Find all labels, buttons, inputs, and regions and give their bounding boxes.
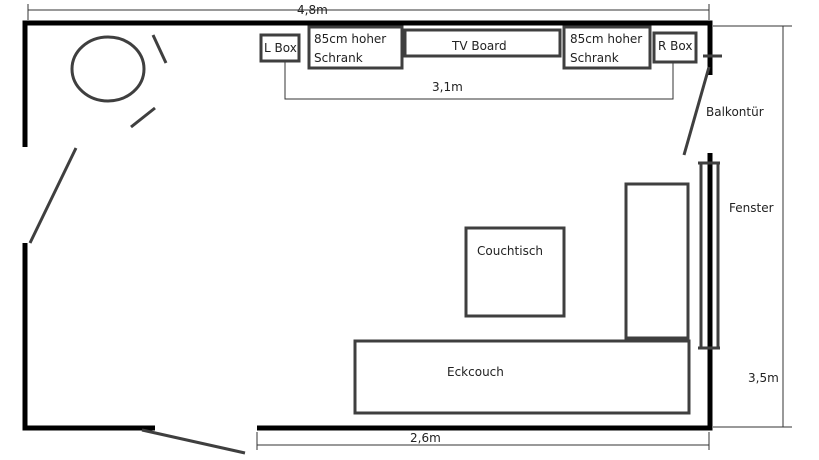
r-box-shape <box>652 31 698 64</box>
dimension-bottom-line <box>256 432 710 450</box>
coffee-table-shape <box>464 226 566 318</box>
dimension-tv-wall: 3,1m <box>284 62 674 100</box>
coffee-table-label: Couchtisch <box>477 244 543 258</box>
cabinet-left-label-2: Schrank <box>314 51 363 65</box>
l-box-shape <box>259 33 301 63</box>
balcony-door-label: Balkontür <box>706 105 764 119</box>
corner-sofa-side <box>624 182 690 340</box>
door-left <box>28 147 78 244</box>
round-table <box>70 35 146 103</box>
wall-bottom-right <box>257 153 713 431</box>
tv-board-shape <box>403 28 562 58</box>
cabinet-left-shape <box>307 25 404 70</box>
dimension-tv-wall-line <box>284 62 674 100</box>
walls <box>22 20 713 431</box>
corner-sofa-main <box>353 339 691 415</box>
cabinet-right-label-2: Schrank <box>570 51 619 65</box>
corner-sofa-label: Eckcouch <box>447 365 504 379</box>
dimension-height-label: 3,5m <box>748 371 779 385</box>
coffee-table: Couchtisch <box>464 226 566 318</box>
dimension-width-line <box>27 4 710 20</box>
l-box: L Box <box>259 33 301 63</box>
chair-mark <box>130 106 156 129</box>
cabinet-left-label-1: 85cm hoher <box>314 32 386 46</box>
door-bottom <box>141 428 246 455</box>
dimension-bottom: 2,6m <box>256 431 710 450</box>
dimension-width-label: 4,8m <box>297 3 328 17</box>
balcony-door <box>682 66 711 156</box>
corner-sofa: Eckcouch <box>353 182 691 415</box>
window: Fenster <box>698 161 774 350</box>
chair-mark <box>151 34 168 64</box>
dimension-width: 4,8m <box>27 3 710 20</box>
cabinet-left: 85cm hoher Schrank <box>307 25 404 70</box>
dimension-bottom-label: 2,6m <box>410 431 441 445</box>
window-edges <box>698 161 720 350</box>
cabinet-right: 85cm hoher Schrank <box>562 25 652 70</box>
wall-left-bottom <box>22 243 155 431</box>
wall-top-left <box>22 20 713 147</box>
r-box-label: R Box <box>658 39 692 53</box>
window-label: Fenster <box>729 201 774 215</box>
l-box-label: L Box <box>264 41 297 55</box>
cabinet-right-label-1: 85cm hoher <box>570 32 642 46</box>
cabinet-right-shape <box>562 25 652 70</box>
r-box: R Box <box>652 31 698 64</box>
tv-board: TV Board <box>403 28 562 58</box>
tv-board-label: TV Board <box>451 39 507 53</box>
dimension-tv-wall-label: 3,1m <box>432 80 463 94</box>
dimension-height-line <box>713 25 792 428</box>
dimension-height: 3,5m <box>713 25 792 428</box>
